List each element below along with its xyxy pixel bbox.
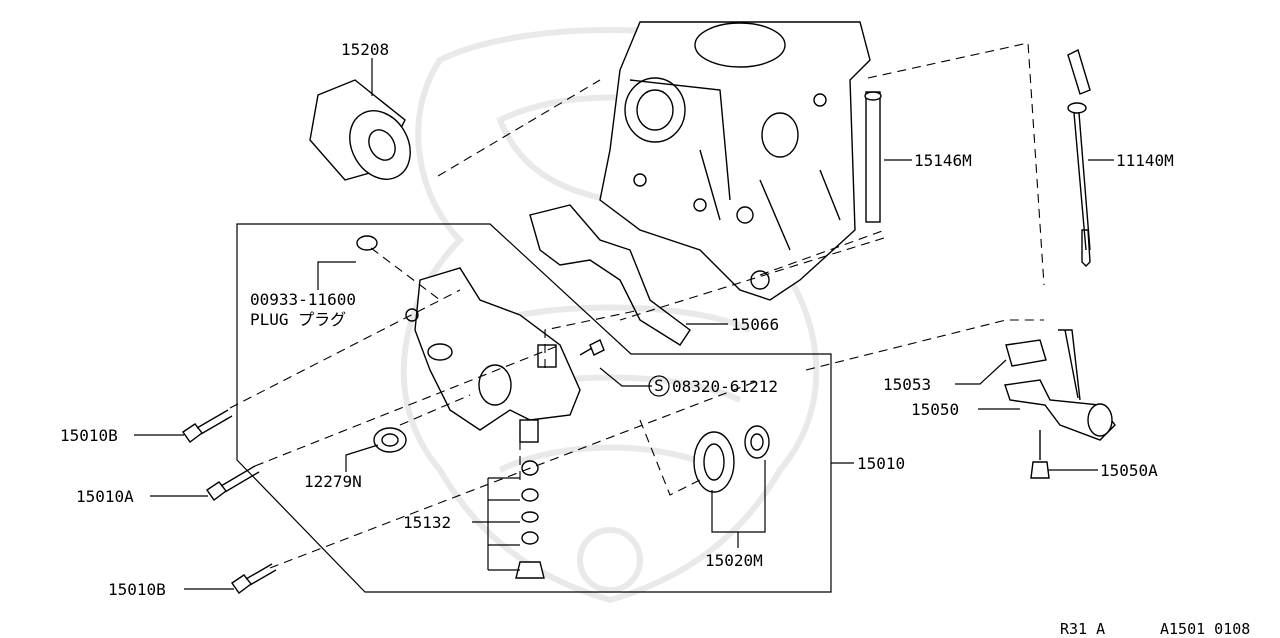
oil-filter-icon	[309, 79, 411, 181]
label-15050A: 15050A	[1100, 461, 1158, 480]
oil-pump-icon	[405, 267, 581, 443]
footer-left-code: R31 A	[1060, 620, 1105, 638]
label-08320-61212: 08320-61212	[672, 377, 778, 396]
leader-lines	[134, 58, 1114, 590]
bolt-15050A-icon	[1030, 430, 1050, 479]
label-15053: 15053	[883, 375, 931, 394]
bolt-15010A-icon	[206, 465, 260, 501]
label-11140M: 11140M	[1116, 151, 1174, 170]
relief-valve-parts-icon	[515, 460, 545, 579]
assembly-frame	[236, 223, 832, 593]
label-15066: 15066	[731, 315, 779, 334]
oil-strainer-icon	[1004, 329, 1116, 441]
dipstick-tube-icon	[864, 91, 882, 223]
label-15132: 15132	[403, 513, 451, 532]
bolt-15010B-bottom-icon	[231, 563, 277, 594]
oil-seal-icon	[373, 427, 407, 453]
label-15010B-bottom: 15010B	[108, 580, 166, 599]
label-15020M: 15020M	[705, 551, 763, 570]
s-symbol-circle	[648, 375, 670, 397]
engine-block-icon	[599, 21, 871, 301]
label-00933-11600: 00933-11600	[250, 290, 356, 309]
label-15010B-top: 15010B	[60, 426, 118, 445]
front-cover-gasket	[529, 204, 691, 346]
label-15010: 15010	[857, 454, 905, 473]
footer-right-code: A1501 0108	[1160, 620, 1250, 638]
label-12279N: 12279N	[304, 472, 362, 491]
s-symbol: S	[654, 376, 664, 395]
label-plug: PLUG プラグ	[250, 310, 346, 329]
bolt-08320-icon	[579, 339, 605, 356]
bolt-15010B-top-icon	[182, 409, 233, 443]
label-15208: 15208	[341, 40, 389, 59]
oil-pump-gear-icon	[693, 425, 770, 493]
label-15146M: 15146M	[914, 151, 972, 170]
dashed-guide-lines	[229, 42, 1045, 569]
label-15010A: 15010A	[76, 487, 134, 506]
dipstick-icon	[1067, 49, 1091, 267]
plug-icon	[356, 235, 378, 251]
label-15050: 15050	[911, 400, 959, 419]
